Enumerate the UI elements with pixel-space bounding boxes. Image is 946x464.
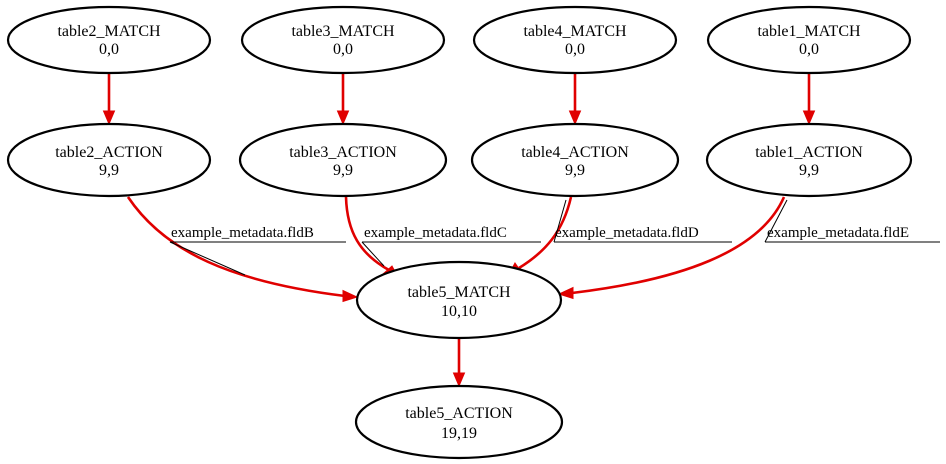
node-title: table4_ACTION bbox=[521, 144, 629, 161]
node-value: 9,9 bbox=[565, 162, 585, 179]
node-title: table1_ACTION bbox=[755, 144, 863, 161]
node-value: 10,10 bbox=[441, 303, 477, 320]
node-title: table2_ACTION bbox=[55, 144, 163, 161]
node-table2-action[interactable]: table2_ACTION 9,9 bbox=[6, 122, 212, 198]
node-value: 19,19 bbox=[441, 425, 477, 442]
edge-label-fldB: example_metadata.fldB bbox=[171, 225, 314, 241]
edge-label-fldC: example_metadata.fldC bbox=[364, 225, 507, 241]
node-table3-action[interactable]: table3_ACTION 9,9 bbox=[238, 122, 448, 198]
edge-label-fldE: example_metadata.fldE bbox=[767, 225, 909, 241]
node-value: 0,0 bbox=[333, 41, 353, 58]
node-value: 0,0 bbox=[99, 41, 119, 58]
node-title: table5_ACTION bbox=[405, 405, 513, 422]
node-title: table1_MATCH bbox=[757, 23, 861, 40]
node-table1-match[interactable]: table1_MATCH 0,0 bbox=[706, 5, 912, 75]
node-value: 9,9 bbox=[99, 162, 119, 179]
edge-table1-match-to-table1-action bbox=[802, 72, 816, 126]
node-table1-action[interactable]: table1_ACTION 9,9 bbox=[705, 122, 913, 198]
node-table4-action[interactable]: table4_ACTION 9,9 bbox=[470, 122, 680, 198]
node-title: table5_MATCH bbox=[407, 284, 511, 301]
edge-table1-action-to-table5-match: example_metadata.fldE bbox=[557, 196, 940, 300]
node-title: table3_MATCH bbox=[291, 23, 395, 40]
edge-table2-action-to-table5-match: example_metadata.fldB bbox=[126, 196, 359, 303]
edge-table3-match-to-table3-action bbox=[336, 72, 350, 126]
node-table2-match[interactable]: table2_MATCH 0,0 bbox=[6, 5, 212, 75]
edge-table5-match-to-table5-action bbox=[452, 338, 466, 388]
edge-table2-match-to-table2-action bbox=[102, 72, 116, 126]
edge-label-fldD: example_metadata.fldD bbox=[555, 225, 699, 241]
node-value: 9,9 bbox=[799, 162, 819, 179]
node-table5-action[interactable]: table5_ACTION 19,19 bbox=[354, 384, 564, 460]
node-value: 0,0 bbox=[799, 41, 819, 58]
node-value: 0,0 bbox=[565, 41, 585, 58]
node-title: table2_MATCH bbox=[57, 23, 161, 40]
node-title: table4_MATCH bbox=[523, 23, 627, 40]
node-table5-match[interactable]: table5_MATCH 10,10 bbox=[355, 260, 563, 340]
node-title: table3_ACTION bbox=[289, 144, 397, 161]
node-table4-match[interactable]: table4_MATCH 0,0 bbox=[472, 5, 678, 75]
node-value: 9,9 bbox=[333, 162, 353, 179]
edge-table4-match-to-table4-action bbox=[568, 72, 582, 126]
node-table3-match[interactable]: table3_MATCH 0,0 bbox=[240, 5, 446, 75]
